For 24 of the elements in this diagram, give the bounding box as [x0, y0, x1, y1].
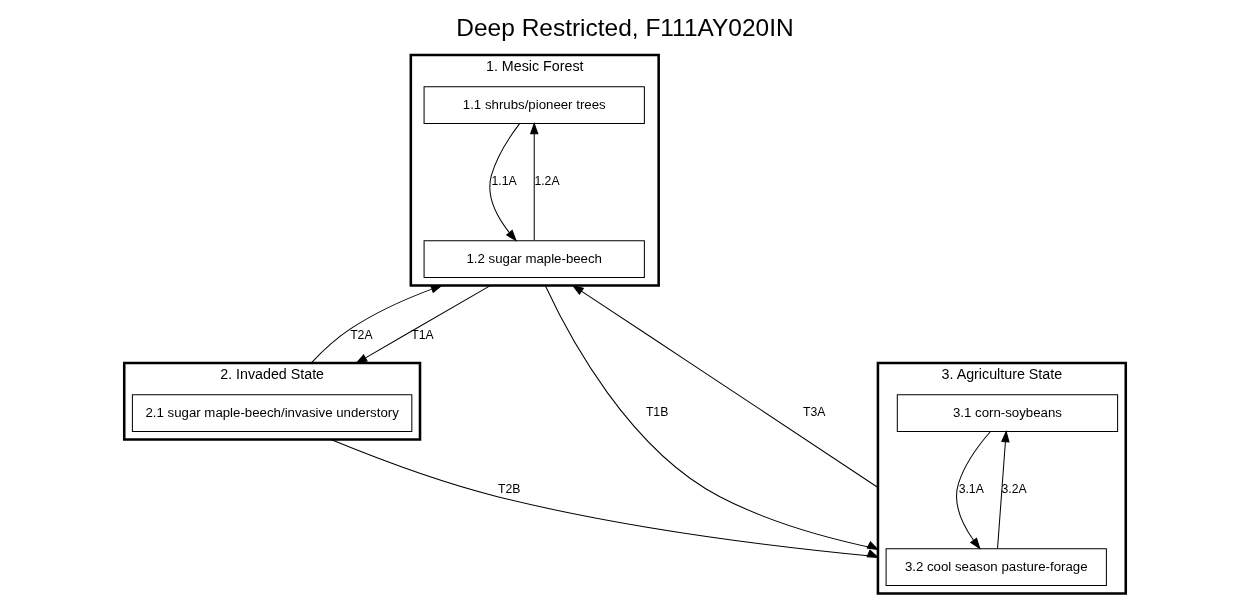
arrow: [571, 284, 879, 488]
arrow: [529, 121, 539, 241]
edge-label: T1A: [411, 328, 434, 343]
edge-label: T2B: [498, 482, 521, 497]
arrow: [544, 285, 880, 551]
edge-label: 3.1A: [958, 482, 984, 497]
diagram-title: Deep Restricted, F111AY020IN: [456, 13, 794, 41]
edge-label: 1.1A: [491, 174, 517, 189]
node-box: 3.1 corn-soybeans: [896, 394, 1119, 432]
edge-label: T2A: [350, 328, 373, 343]
arrow: [355, 285, 491, 364]
arrow: [310, 285, 444, 364]
edge-label: 3.2A: [1001, 482, 1027, 497]
node-box: 1.1 shrubs/pioneer trees: [423, 86, 645, 124]
arrow: [997, 429, 1010, 549]
node-box: 3.2 cool season pasture-forage: [885, 548, 1107, 586]
arrow: [956, 431, 991, 550]
edge-label: 1.2A: [534, 174, 560, 189]
arrow: [330, 439, 880, 559]
edge-label: T1B: [645, 405, 669, 420]
edge-label: T3A: [802, 405, 826, 420]
node-box: 1.2 sugar maple-beech: [423, 240, 645, 278]
node-box: 2.1 sugar maple-beech/invasive understory: [131, 394, 413, 432]
arrow: [489, 123, 521, 242]
